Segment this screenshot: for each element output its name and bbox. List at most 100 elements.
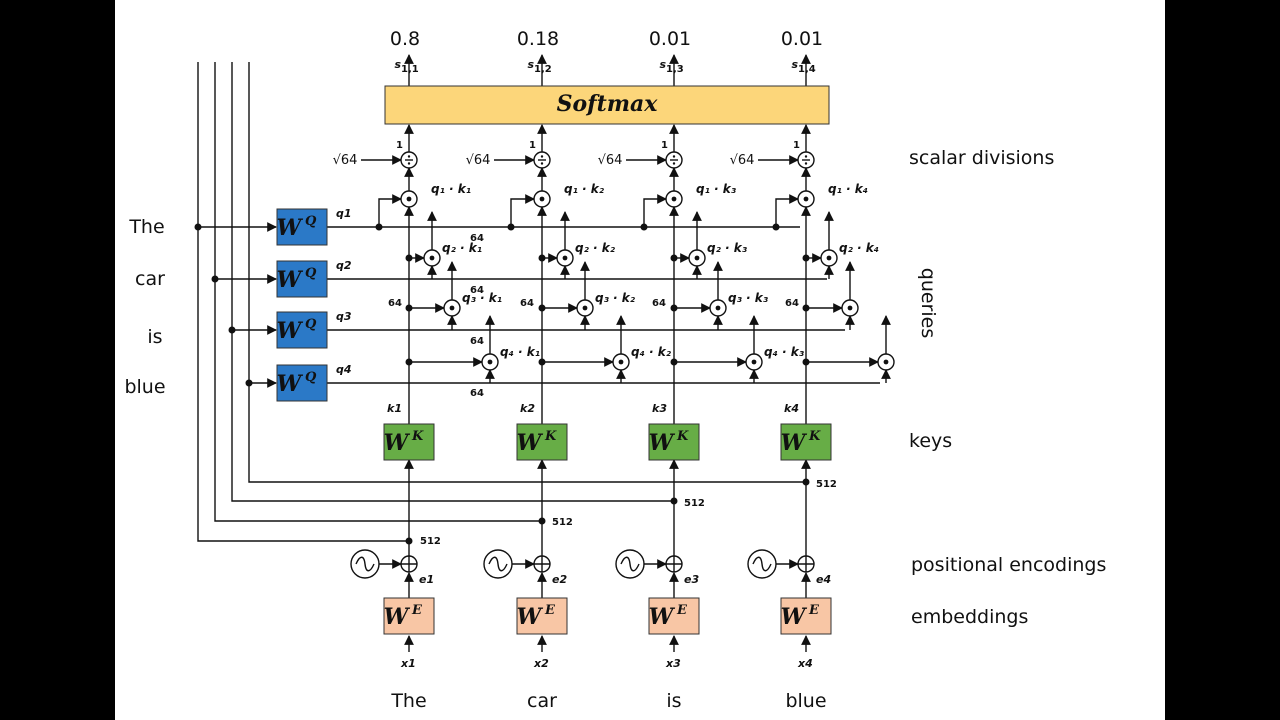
wk-box-1-label: W bbox=[517, 430, 544, 456]
key-tap-3-1 bbox=[538, 358, 546, 366]
dot-product-center bbox=[803, 196, 809, 202]
dot-product-center bbox=[618, 359, 624, 365]
divide-dot bbox=[804, 155, 808, 158]
dot-product-center bbox=[429, 255, 435, 261]
wk-box-3-label: W bbox=[781, 430, 808, 456]
dim-64-5: 64 bbox=[470, 336, 484, 347]
prod-q2-3: q₂ · k₄ bbox=[839, 241, 879, 255]
bottom-word-0: The bbox=[390, 690, 426, 712]
score-value-2: 0.01 bbox=[649, 28, 691, 50]
prod-q2-0: q₂ · k₁ bbox=[442, 241, 482, 255]
wq-box-3-label: W bbox=[277, 371, 304, 397]
sine-curve bbox=[488, 556, 508, 572]
label-scalar-divisions: scalar divisions bbox=[909, 147, 1054, 169]
label-keys: keys bbox=[909, 430, 952, 452]
key-tap-2-3 bbox=[802, 304, 810, 312]
plus-cross bbox=[534, 556, 550, 572]
divide-dot bbox=[407, 155, 411, 158]
x-label-3: x4 bbox=[797, 657, 813, 670]
dim-64-4: 64 bbox=[785, 298, 799, 309]
sine-curve bbox=[752, 556, 772, 572]
dot-product-center bbox=[562, 255, 568, 261]
dim-64-1: 64 bbox=[388, 298, 402, 309]
bus-junction-3 bbox=[802, 478, 810, 486]
score-sub-0: 1,1 bbox=[401, 64, 419, 75]
left-word-3: blue bbox=[124, 376, 165, 398]
prod-q2-2: q₂ · k₃ bbox=[707, 241, 748, 255]
wq-junction-1 bbox=[211, 275, 219, 283]
wq-junction-0 bbox=[194, 223, 202, 231]
sine-curve bbox=[620, 556, 640, 572]
prod-q3-0: q₃ · k₁ bbox=[462, 291, 502, 305]
dim-512-0: 512 bbox=[420, 536, 441, 547]
dot-product-center bbox=[487, 359, 493, 365]
wq-box-0-label: W bbox=[277, 215, 304, 241]
prod-q1-1: q₁ · k₂ bbox=[564, 182, 605, 196]
dot-product-center bbox=[751, 359, 757, 365]
q1-tap-2 bbox=[640, 223, 648, 231]
k-label-1: k2 bbox=[520, 402, 535, 415]
x-label-2: x3 bbox=[665, 657, 681, 670]
we-box-1 bbox=[516, 597, 568, 635]
we-box-3-superscript: E bbox=[808, 603, 820, 618]
score-label-3: s bbox=[791, 58, 798, 71]
label-positional-encodings: positional encodings bbox=[911, 554, 1106, 576]
sqrt-label-0: √64 bbox=[333, 153, 358, 168]
q1-tap-1 bbox=[507, 223, 515, 231]
softmax-box bbox=[384, 85, 830, 125]
dot-product-center bbox=[671, 196, 677, 202]
q1-tap-3 bbox=[772, 223, 780, 231]
dim-512-1: 512 bbox=[552, 517, 573, 528]
left-word-1: car bbox=[135, 268, 165, 290]
label-queries: queries bbox=[917, 268, 939, 338]
wk-box-0-label: W bbox=[384, 430, 411, 456]
e-label-2: e3 bbox=[684, 573, 699, 586]
bus-junction-0 bbox=[405, 537, 413, 545]
divide-dot bbox=[540, 155, 544, 158]
one-label-2: 1 bbox=[661, 140, 668, 151]
key-tap-3-2 bbox=[670, 358, 678, 366]
x-label-1: x2 bbox=[533, 657, 549, 670]
wk-box-0 bbox=[383, 423, 435, 461]
dot-product-center bbox=[406, 196, 412, 202]
q1-branch-1 bbox=[510, 194, 535, 227]
wk-box-3 bbox=[780, 423, 832, 461]
bottom-word-3: blue bbox=[785, 690, 826, 712]
q1-branch-2 bbox=[643, 194, 667, 227]
k-label-3: k4 bbox=[784, 402, 799, 415]
prod-q1-3: q₁ · k₄ bbox=[828, 182, 868, 196]
e-label-1: e2 bbox=[552, 573, 567, 586]
input-bus-2 bbox=[231, 62, 674, 502]
dot-product-center bbox=[883, 359, 889, 365]
label-embeddings: embeddings bbox=[911, 606, 1028, 628]
bus-junction-2 bbox=[670, 497, 678, 505]
prod-q3-2: q₃ · k₃ bbox=[728, 291, 769, 305]
wk-box-2-label: W bbox=[649, 430, 676, 456]
we-box-1-label: W bbox=[517, 604, 544, 630]
wq-box-2-superscript: Q bbox=[305, 317, 317, 332]
plus-cross bbox=[798, 556, 814, 572]
we-box-2-superscript: E bbox=[676, 603, 688, 618]
wk-box-0-superscript: K bbox=[411, 429, 424, 444]
wk-box-2 bbox=[648, 423, 700, 461]
key-tap-3-0 bbox=[405, 358, 413, 366]
divide-dot bbox=[672, 162, 676, 165]
wq-box-2 bbox=[276, 311, 328, 349]
prod-q4-1: q₄ · k₂ bbox=[631, 345, 672, 359]
prod-q3-1: q₃ · k₂ bbox=[595, 291, 636, 305]
bus-junction-1 bbox=[538, 517, 546, 525]
score-value-0: 0.8 bbox=[390, 28, 420, 50]
wq-box-0 bbox=[276, 208, 328, 246]
query-label-0: q1 bbox=[336, 207, 352, 220]
sine-curve bbox=[355, 556, 375, 572]
dim-512-2: 512 bbox=[684, 498, 705, 509]
dim-64-2: 64 bbox=[520, 298, 534, 309]
wq-box-3 bbox=[276, 364, 328, 402]
wq-box-1 bbox=[276, 260, 328, 298]
wk-box-1 bbox=[516, 423, 568, 461]
input-bus-0 bbox=[197, 62, 409, 542]
we-box-0-superscript: E bbox=[411, 603, 423, 618]
k-label-2: k3 bbox=[652, 402, 667, 415]
one-label-1: 1 bbox=[529, 140, 536, 151]
